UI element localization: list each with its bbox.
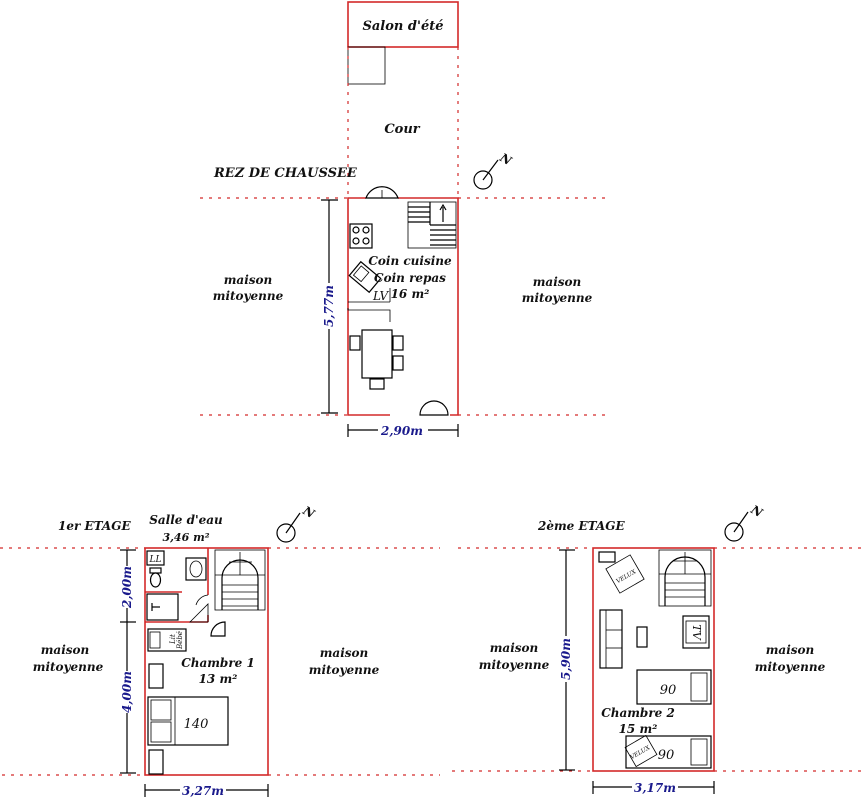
svg-text:5,77m: 5,77m <box>322 285 336 327</box>
toilet-icon <box>149 567 162 588</box>
height-dimension: 5,90m <box>557 549 575 771</box>
kitchen-label: Coin cuisine <box>368 254 452 268</box>
dining-table-icon <box>349 329 404 390</box>
staircase-icon <box>214 549 266 611</box>
right-neighbor-label: maison <box>766 643 815 657</box>
stove-icon <box>349 223 373 249</box>
svg-text:VELUX: VELUX <box>615 568 638 585</box>
svg-text:2,90m: 2,90m <box>380 424 423 438</box>
svg-text:N: N <box>300 503 318 522</box>
room-area-label: 16 m² <box>391 287 430 301</box>
north-compass-icon: N <box>473 150 515 190</box>
svg-text:N: N <box>497 150 515 169</box>
svg-text:Bébé: Bébé <box>176 631 184 650</box>
washbasin-icon <box>185 557 207 581</box>
left-neighbor-label: maison <box>224 273 273 287</box>
north-compass-icon: N <box>724 502 766 542</box>
washing-machine-icon <box>146 550 165 566</box>
velux-window-icon: VELUX <box>598 551 645 594</box>
svg-text:mitoyenne: mitoyenne <box>522 291 593 305</box>
courtyard-label: Cour <box>384 122 420 137</box>
svg-text:3,17m: 3,17m <box>634 781 676 795</box>
bedroom-label: Chambre 1 <box>181 656 255 670</box>
bathroom-label: Salle d'eau <box>149 513 223 527</box>
right-neighbor-label: maison <box>533 275 582 289</box>
single-bed-icon: 90 <box>625 735 712 769</box>
first-floor-title: 1er ETAGE <box>58 519 131 533</box>
svg-text:LL: LL <box>149 555 162 565</box>
left-neighbor-label: maison <box>490 641 539 655</box>
left-neighbor-label: maison <box>41 643 90 657</box>
width-dimension: 2,90m <box>347 423 459 438</box>
nightstand <box>148 749 164 775</box>
svg-text:90: 90 <box>658 748 675 763</box>
staircase-icon <box>407 201 457 249</box>
svg-text:mitoyenne: mitoyenne <box>479 658 550 672</box>
double-bed-icon: 140 <box>147 696 229 746</box>
north-compass-icon: N <box>276 503 318 543</box>
second-floor-title: 2ème ETAGE <box>537 519 625 533</box>
dining-label: Coin repas <box>374 271 446 285</box>
nightstand <box>148 663 164 689</box>
svg-text:140: 140 <box>184 717 209 732</box>
svg-text:N: N <box>748 502 766 521</box>
summer-lounge-label: Salon d'été <box>362 19 443 34</box>
bathroom-area: 3,46 m² <box>162 531 209 544</box>
shower-icon <box>146 593 179 621</box>
right-neighbor-label: maison <box>320 646 369 660</box>
width-dimension: 3,27m <box>144 783 269 798</box>
first-floor-plan: 1er ETAGE Salle d'eau 3,46 m² LL <box>0 503 440 798</box>
door-icon <box>419 400 449 416</box>
single-bed-icon: 90 <box>636 669 712 705</box>
door-icon <box>210 621 226 637</box>
height-dimension: 5,77m <box>320 199 338 414</box>
ground-floor-walls <box>347 197 390 416</box>
svg-text:4,00m: 4,00m <box>120 671 134 713</box>
sink-icon <box>348 260 382 294</box>
svg-text:mitoyenne: mitoyenne <box>33 660 104 674</box>
svg-text:90: 90 <box>660 683 677 698</box>
bedroom-label: Chambre 2 <box>601 706 675 720</box>
crib-icon: Lit Bébé <box>147 628 187 652</box>
summer-lounge-box <box>347 1 459 48</box>
first-floor-walls <box>144 547 269 776</box>
width-dimension: 3,17m <box>592 780 715 795</box>
ground-floor-title: REZ DE CHAUSSEE <box>213 166 358 181</box>
svg-text:TV: TV <box>690 624 703 640</box>
courtyard-table <box>347 46 386 85</box>
svg-text:Lit: Lit <box>169 634 177 645</box>
sofa-icon <box>599 609 623 669</box>
coffee-table <box>636 626 648 648</box>
svg-text:5,90m: 5,90m <box>559 638 573 680</box>
tv-icon: TV <box>682 615 710 649</box>
svg-text:mitoyenne: mitoyenne <box>309 663 380 677</box>
door-icon <box>195 594 209 606</box>
staircase-icon <box>658 549 712 607</box>
svg-text:mitoyenne: mitoyenne <box>213 289 284 303</box>
dishwasher-label: LV <box>372 289 390 303</box>
second-floor-plan: 2ème ETAGE VELUX <box>452 502 862 795</box>
svg-text:2,00m: 2,00m <box>120 566 134 609</box>
svg-text:mitoyenne: mitoyenne <box>755 660 826 674</box>
ground-floor-plan: Salon d'été Cour REZ DE CHAUSSEE <box>200 1 610 438</box>
second-floor-walls <box>592 547 715 772</box>
svg-text:3,27m: 3,27m <box>182 784 224 798</box>
bedroom-area: 15 m² <box>619 722 658 736</box>
height-dimension: 2,00m 4,00m <box>118 549 136 774</box>
bedroom-area: 13 m² <box>199 672 238 686</box>
